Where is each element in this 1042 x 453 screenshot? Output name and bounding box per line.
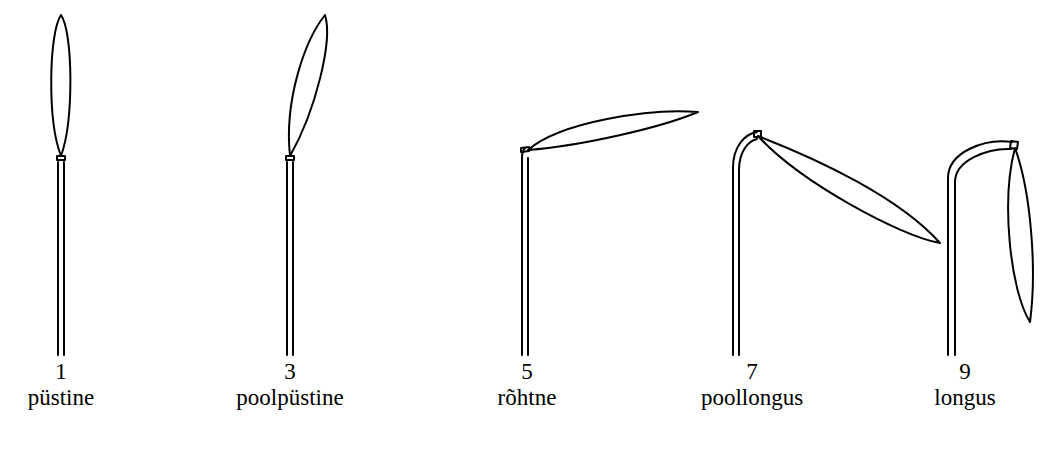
callout-number: 7	[746, 360, 758, 383]
callout-number: 1	[55, 360, 67, 383]
callout-number: 9	[959, 360, 971, 383]
leaf-horizontal	[521, 111, 698, 355]
leaf-semi-drooping	[733, 131, 940, 355]
angle-name: poolpüstine	[236, 386, 343, 409]
leaf-semi-upright	[286, 15, 327, 355]
leaf-drooping	[948, 141, 1033, 355]
angle-name: poollongus	[701, 386, 803, 409]
leaf-upright	[51, 15, 70, 355]
angle-name: longus	[934, 386, 995, 409]
callout-number: 5	[521, 360, 533, 383]
callout-number: 3	[284, 360, 296, 383]
angle-name: püstine	[28, 386, 94, 409]
angle-name: rõhtne	[498, 386, 557, 409]
